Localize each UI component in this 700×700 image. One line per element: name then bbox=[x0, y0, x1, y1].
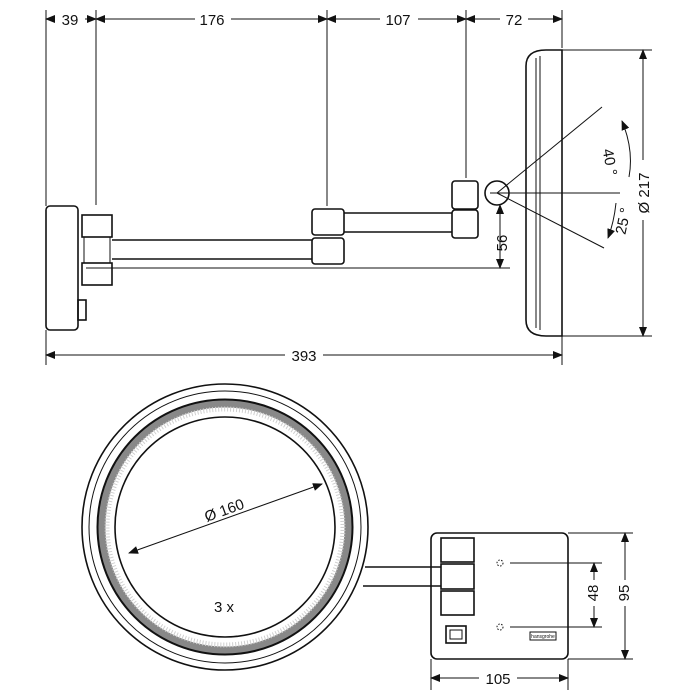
top-dimensions: 39 176 107 72 bbox=[45, 11, 563, 29]
dim-48-label: 48 bbox=[585, 585, 602, 602]
quantity-label: 3 x bbox=[214, 599, 235, 616]
dim-95-label: 95 bbox=[616, 585, 633, 602]
mirror-front bbox=[81, 383, 369, 671]
dim-393-label: 393 bbox=[291, 348, 316, 365]
diameter-160-dimension: Ø 160 bbox=[128, 483, 323, 554]
dim-56-label: 56 bbox=[494, 235, 511, 252]
dim-95: 95 bbox=[615, 532, 633, 660]
wall-unit-front: hansgrohe bbox=[430, 532, 569, 660]
front-arm bbox=[363, 566, 441, 587]
side-view: 39 176 107 72 393 56 40 ° 25 ° bbox=[45, 10, 653, 365]
dim-105-label: 105 bbox=[485, 671, 510, 688]
dim-105: 105 bbox=[430, 669, 569, 688]
dim-48: 48 bbox=[584, 562, 602, 628]
front-extension-lines bbox=[430, 532, 633, 690]
wall-plate bbox=[45, 205, 87, 331]
overall-length-dimension: 393 bbox=[45, 346, 563, 365]
tilt-angle-indicators: 40 ° 25 ° bbox=[496, 106, 635, 249]
brand-label: hansgrohe bbox=[531, 634, 555, 640]
angle-40-label: 40 ° bbox=[599, 148, 620, 177]
dim-176-label: 176 bbox=[199, 12, 224, 29]
dim-107-label: 107 bbox=[385, 12, 410, 29]
angle-25-label: 25 ° bbox=[612, 206, 634, 236]
dim-160-label: Ø 160 bbox=[202, 496, 246, 526]
dim-217-label: Ø 217 bbox=[636, 173, 653, 214]
dim-39-label: 39 bbox=[62, 12, 79, 29]
front-view: hansgrohe Ø 160 3 x 48 95 bbox=[81, 383, 633, 690]
diameter-217-dimension: Ø 217 bbox=[635, 49, 653, 337]
arm-assembly bbox=[81, 180, 510, 286]
extension-lines bbox=[45, 10, 652, 365]
height-56-dimension: 56 bbox=[494, 204, 511, 269]
dim-72-label: 72 bbox=[506, 12, 523, 29]
